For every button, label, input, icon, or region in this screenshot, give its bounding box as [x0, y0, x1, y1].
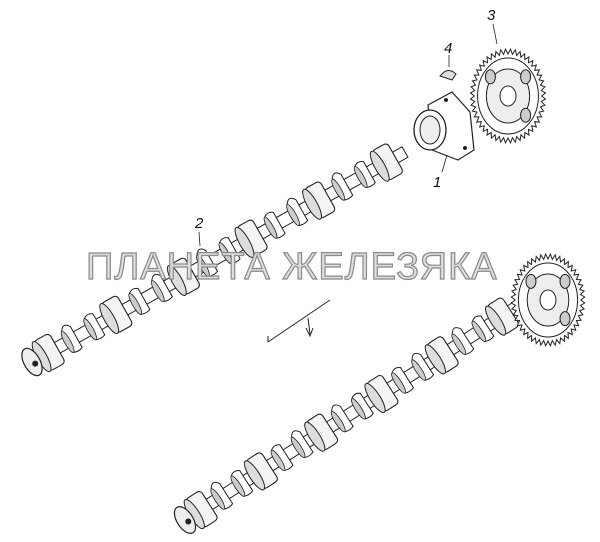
gear-lightening-hole [559, 311, 571, 327]
lobe-face [330, 411, 346, 433]
cam-lobe [286, 197, 309, 227]
shaft-end [173, 506, 197, 534]
journal-face [243, 460, 266, 491]
callout-2: 2 [195, 215, 204, 232]
lobe-face [210, 488, 226, 510]
cam-lobe [331, 172, 354, 201]
cam-lobe [354, 160, 376, 188]
gear-lightening-hole [484, 69, 496, 85]
callout-4: 4 [444, 40, 453, 57]
lobe-face [350, 398, 366, 420]
direction-arrow [267, 299, 331, 343]
lobe-face [471, 320, 487, 343]
journal-face [369, 150, 390, 182]
lobe-face [391, 372, 406, 394]
watermark: ПЛАНЕТА ЖЕЛЕЗЯКА [85, 245, 498, 288]
thrust-flange-part-1 [413, 91, 475, 161]
lobe-face [83, 318, 97, 341]
journal-face [484, 305, 507, 336]
gear-assembled [510, 252, 586, 348]
journal-face [304, 421, 326, 452]
cam-lobe [451, 327, 475, 355]
cam-lobe [351, 392, 374, 420]
lobe-face [353, 165, 368, 188]
shaft-body [21, 143, 409, 377]
cam-lobe [264, 211, 286, 239]
cam-lobe [61, 324, 83, 353]
journal-face [31, 341, 52, 373]
journal-face [166, 264, 187, 296]
journal-face [364, 382, 386, 414]
gear-lightening-hole [559, 273, 571, 289]
cam-lobe [196, 248, 219, 277]
gear-lightening-hole [520, 69, 532, 85]
lobe-face [451, 333, 467, 355]
lobe-face [128, 292, 143, 315]
shaft-body [173, 297, 524, 534]
gear-bore [499, 85, 517, 107]
lobe-face [270, 449, 286, 471]
camshaft-lower [173, 297, 524, 534]
cam-lobe [391, 366, 415, 394]
cam-lobe [331, 404, 354, 433]
journal-face [302, 188, 323, 220]
lobe-face [411, 359, 426, 381]
journal-face [234, 226, 255, 258]
camshaft-upper [21, 143, 409, 377]
cam-lobe [210, 481, 234, 510]
shaft-end [21, 347, 43, 377]
cam-lobe [218, 237, 241, 265]
lobe-face [196, 254, 210, 277]
cam-lobe [151, 273, 173, 303]
cam-lobe [128, 287, 151, 315]
cam-lobe [83, 313, 106, 341]
callout-1: 1 [433, 174, 442, 191]
shaft-end-hole [185, 518, 192, 525]
lobe-face [60, 330, 75, 353]
callout-3: 3 [487, 7, 496, 24]
journal-face [424, 344, 446, 375]
cam-lobe [411, 352, 435, 381]
lobe-face [218, 242, 233, 265]
journal-face [99, 303, 120, 335]
cam-lobe [270, 444, 294, 471]
lobe-face [150, 280, 165, 303]
cam-lobe [230, 470, 254, 497]
lobe-face [230, 475, 246, 497]
lobe-face [263, 216, 278, 239]
cam-lobe [471, 315, 495, 343]
gear-part-3 [469, 47, 547, 145]
shaft-core [181, 299, 524, 526]
lobe-face [331, 178, 345, 201]
lobe-face [286, 204, 300, 226]
key-part-4 [439, 70, 457, 81]
cam-lobe [291, 430, 314, 459]
gear-lightening-hole [525, 273, 537, 289]
gear-lightening-hole [520, 107, 532, 123]
gear-bore [539, 289, 557, 311]
shaft-end-hole [32, 360, 39, 367]
leader-lines [198, 23, 498, 247]
